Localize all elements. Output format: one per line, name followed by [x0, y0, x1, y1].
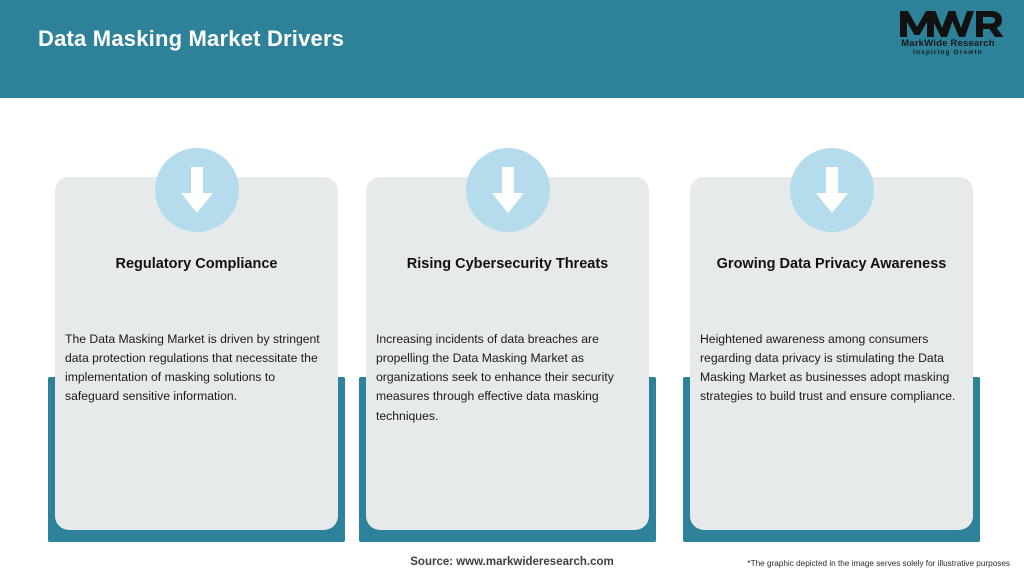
down-arrow-icon: [789, 148, 874, 232]
card-body-text: Increasing incidents of data breaches ar…: [376, 332, 614, 423]
logo-company-name: MarkWide Research: [901, 38, 995, 49]
card-body-text: The Data Masking Market is driven by str…: [65, 332, 320, 404]
page-header: Data Masking Market Drivers MarkWide Res…: [0, 0, 1024, 98]
disclaimer-note: *The graphic depicted in the image serve…: [747, 559, 1010, 568]
card-body-text: Heightened awareness among consumers reg…: [700, 332, 956, 404]
driver-card: Regulatory Compliance The Data Masking M…: [48, 148, 345, 542]
brand-logo: MarkWide Research Inspiring Growth: [890, 8, 1006, 68]
card-face: [55, 177, 338, 530]
logo-monogram-icon: [890, 8, 1006, 38]
card-title: Regulatory Compliance: [115, 256, 278, 272]
card-title: Growing Data Privacy Awareness: [716, 256, 947, 272]
driver-card: Growing Data Privacy Awareness Heightene…: [683, 148, 980, 542]
card-face: [366, 177, 649, 530]
page-title: Data Masking Market Drivers: [38, 26, 345, 51]
driver-card: Rising Cybersecurity Threats Increasing …: [359, 148, 656, 542]
down-arrow-icon: [465, 148, 550, 232]
down-arrow-icon: [154, 148, 239, 232]
card-face: [690, 177, 973, 530]
card-title: Rising Cybersecurity Threats: [406, 256, 609, 272]
source-attribution: Source: www.markwideresearch.com: [410, 556, 614, 568]
logo-tagline: Inspiring Growth: [913, 48, 983, 56]
